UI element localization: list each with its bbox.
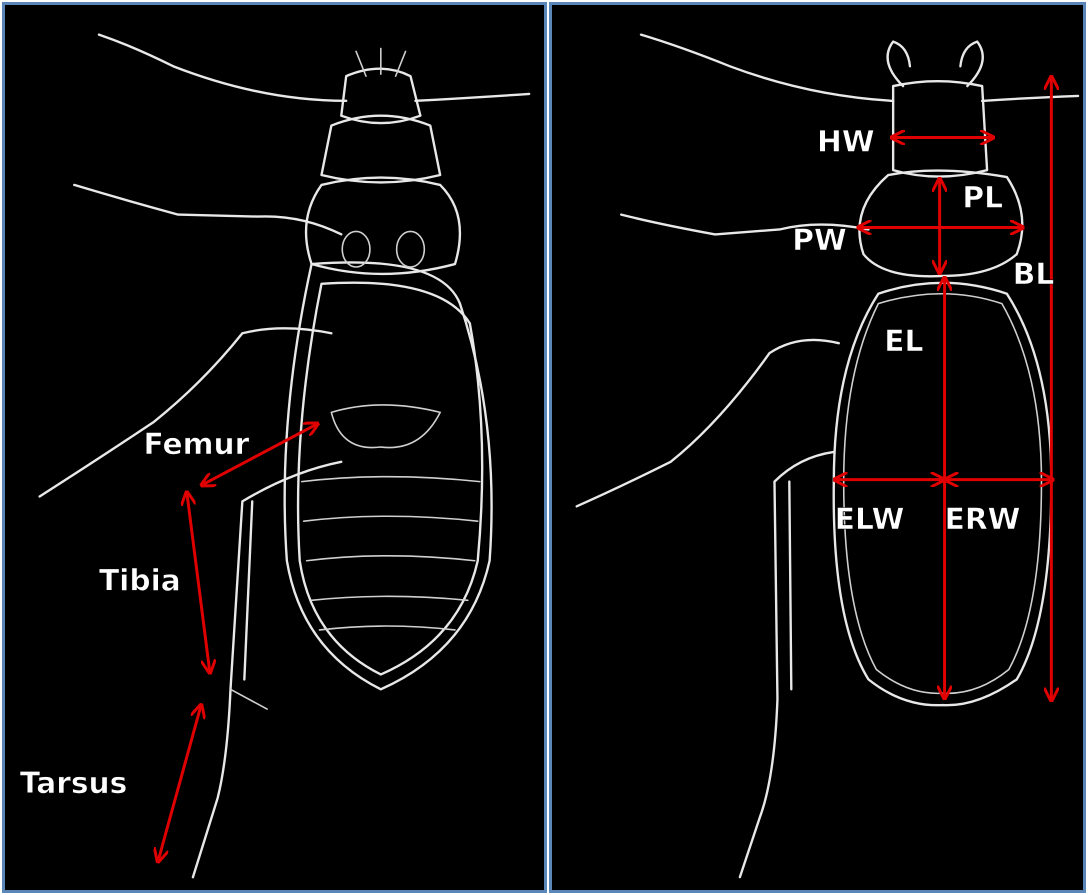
el-label: EL <box>884 323 923 358</box>
tibia-arrow <box>187 493 210 671</box>
beetle-dorsal-outline <box>577 35 1078 877</box>
tarsus-label: Tarsus <box>20 765 127 800</box>
dorsal-beetle-diagram: HW PL PW BL EL ELW ERW <box>552 5 1083 890</box>
erw-label: ERW <box>945 501 1021 536</box>
pl-label: PL <box>962 180 1003 215</box>
right-panel-dorsal-view: HW PL PW BL EL ELW ERW <box>549 2 1086 893</box>
ventral-beetle-diagram: Femur Tibia Tarsus <box>5 5 544 890</box>
tarsus-arrow <box>158 706 201 860</box>
left-panel-ventral-view: Femur Tibia Tarsus <box>2 2 547 893</box>
beetle-ventral-outline <box>40 35 530 878</box>
hw-label: HW <box>817 123 875 158</box>
bl-label: BL <box>1013 256 1055 291</box>
tibia-label: Tibia <box>99 562 181 597</box>
femur-label: Femur <box>143 426 249 461</box>
pw-label: PW <box>792 222 846 257</box>
elw-label: ELW <box>835 501 905 536</box>
